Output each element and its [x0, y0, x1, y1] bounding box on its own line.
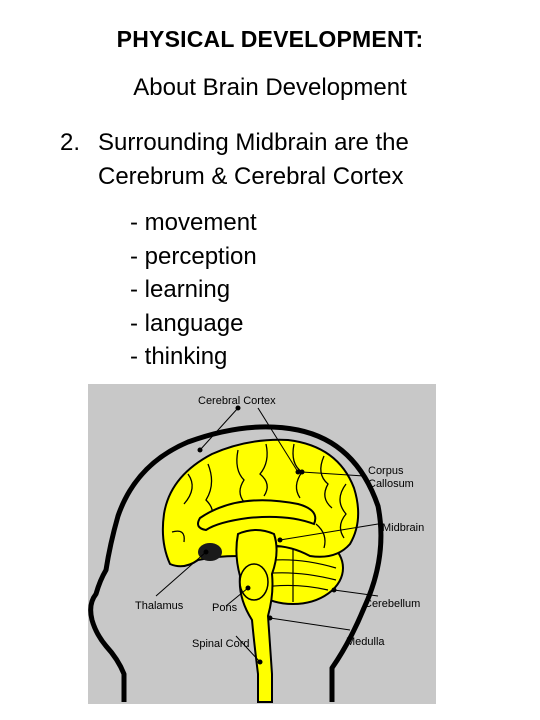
label-callosum: Callosum: [368, 478, 414, 490]
brain-diagram: Cerebral Cortex Corpus Callosum Midbrain…: [88, 384, 436, 704]
label-cerebral-cortex: Cerebral Cortex: [198, 395, 276, 407]
leader-lines: [155, 407, 379, 663]
leader-dots: [197, 405, 337, 665]
label-midbrain: Midbrain: [382, 522, 424, 534]
point-number: 2.: [60, 129, 81, 156]
label-cerebellum: Cerebellum: [364, 598, 420, 610]
list-item: - perception: [130, 242, 257, 270]
function-list: - movement - perception - learning - lan…: [130, 206, 257, 374]
corpus-callosum: [197, 499, 317, 532]
list-item: - thinking: [130, 343, 228, 370]
label-medulla: Medulla: [346, 636, 385, 648]
label-thalamus: Thalamus: [135, 600, 184, 612]
point-line-2: Cerebrum & Cerebral Cortex: [98, 163, 404, 190]
label-pons: Pons: [212, 602, 238, 614]
label-corpus: Corpus: [368, 465, 404, 477]
list-item: - learning: [130, 276, 231, 303]
thalamus-region: [198, 543, 222, 561]
list-item: - movement: [130, 209, 257, 236]
cortex-folds: [171, 443, 347, 549]
pons: [239, 563, 269, 601]
label-spinal-cord: Spinal Cord: [192, 638, 249, 650]
head-outline: [88, 424, 384, 702]
slide-title: PHYSICAL DEVELOPMENT:: [116, 26, 424, 52]
list-item: - language: [130, 309, 244, 337]
point-line-1: Surrounding Midbrain are the: [98, 129, 409, 156]
slide-subtitle: About Brain Development: [133, 74, 407, 101]
